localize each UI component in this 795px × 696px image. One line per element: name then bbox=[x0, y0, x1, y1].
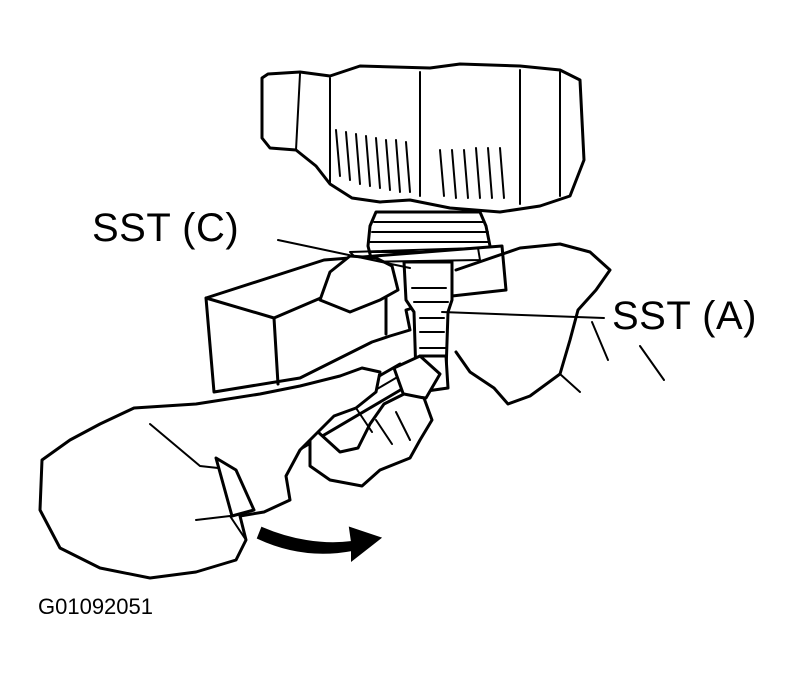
right-hand bbox=[318, 242, 665, 406]
component-housing bbox=[260, 62, 586, 214]
label-sst-c: SST (C) bbox=[92, 206, 240, 250]
leader-line-sst-c bbox=[277, 239, 411, 269]
leader-line-sst-a bbox=[441, 311, 605, 319]
callout-leaders bbox=[277, 239, 605, 319]
left-hand bbox=[38, 366, 434, 580]
label-sst-a: SST (A) bbox=[612, 294, 758, 338]
rotation-arrow-icon bbox=[256, 526, 383, 563]
figure-id: G01092051 bbox=[38, 594, 153, 619]
